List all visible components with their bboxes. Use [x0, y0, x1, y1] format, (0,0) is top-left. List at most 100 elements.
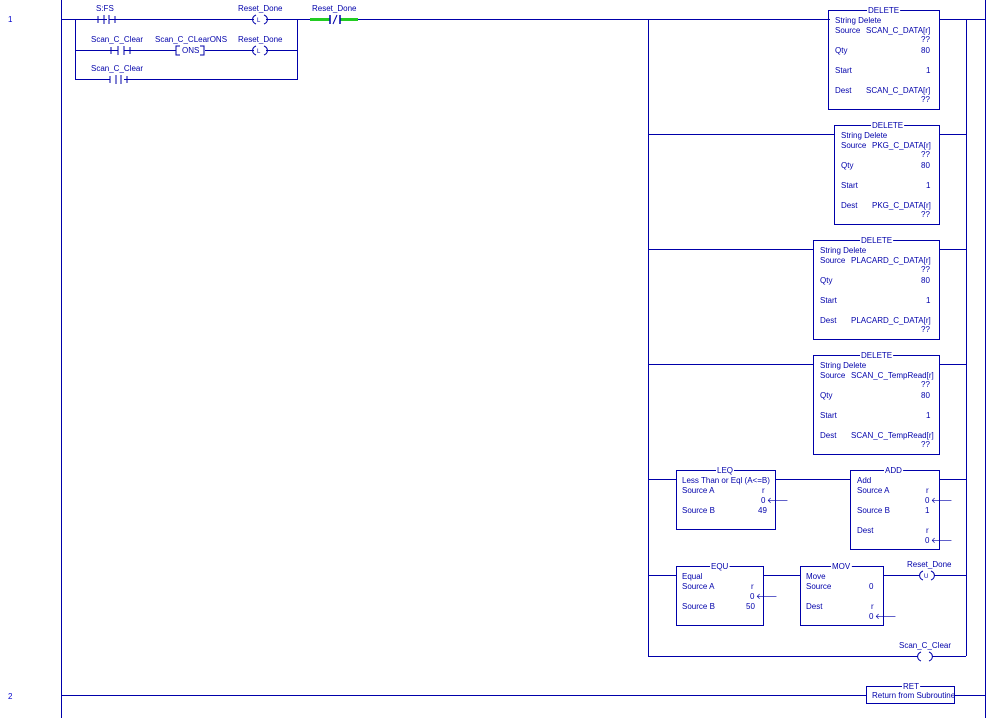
block-desc: String Delete: [841, 131, 888, 140]
tag-label: Scan_C_Clear: [91, 64, 143, 73]
add-block[interactable]: ADD Add Source A r 0 🡐 Source B 1 Dest r…: [850, 466, 953, 550]
source-b-label: Source B: [857, 506, 890, 515]
source-tag: SCAN_C_TempRead[r]: [851, 371, 934, 380]
dest-label: Dest: [835, 86, 852, 95]
source-a-label: Source A: [682, 582, 715, 591]
dest-value: ??: [921, 95, 930, 104]
source-tag: PKG_C_DATA[r]: [872, 141, 931, 150]
block-desc: Less Than or Eql (A<=B): [682, 476, 770, 485]
svg-text:L: L: [257, 18, 261, 24]
source-label: Source: [841, 141, 867, 150]
dest-tag: PLACARD_C_DATA[r]: [851, 316, 931, 325]
source-b-value: 1: [925, 506, 930, 515]
dest-value: 0: [925, 536, 930, 545]
qty-label: Qty: [835, 46, 847, 55]
source-value: ??: [921, 150, 930, 159]
title-backdrop: [710, 562, 730, 571]
source-b-label: Source B: [682, 506, 715, 515]
svg-text:L: L: [257, 49, 261, 55]
tag-label: Reset_Done: [238, 35, 283, 44]
coil-reset-done-1[interactable]: L Reset_Done: [238, 4, 283, 25]
source-value: ??: [921, 380, 930, 389]
block-title: DELETE: [861, 236, 892, 245]
source-a-tag: r: [926, 486, 929, 495]
source-a-value: 0: [750, 592, 755, 601]
rung-number[interactable]: 2: [8, 692, 13, 701]
dest-value: ??: [921, 440, 930, 449]
ons-label: ONS: [182, 46, 199, 55]
tag-label: Reset_Done: [312, 4, 357, 13]
arrow-icon: 🡐: [756, 592, 777, 601]
dest-value: ??: [921, 210, 930, 219]
xic-scan-c-clear[interactable]: Scan_C_Clear: [91, 35, 143, 55]
ret-block[interactable]: RET Return from Subroutine: [866, 682, 956, 704]
delete-block-1[interactable]: DELETE String Delete Source SCAN_C_DATA[…: [828, 6, 940, 110]
title-backdrop: [860, 236, 894, 245]
source-label: Source: [820, 371, 846, 380]
dest-tag: SCAN_C_TempRead[r]: [851, 431, 934, 440]
arrow-icon: 🡐: [767, 496, 788, 505]
xic-scan-c-clear-2[interactable]: Scan_C_Clear: [91, 64, 143, 84]
block-title: DELETE: [872, 121, 903, 130]
dest-value: 0: [869, 612, 874, 621]
block-title: DELETE: [868, 6, 899, 15]
coil-reset-done-2[interactable]: L Reset_Done: [238, 35, 283, 56]
title-backdrop: [902, 682, 921, 691]
qty-value: 80: [921, 46, 930, 55]
qty-label: Qty: [841, 161, 853, 170]
source-tag: SCAN_C_DATA[r]: [866, 26, 930, 35]
xic-sfs[interactable]: S:FS: [96, 4, 116, 24]
qty-value: 80: [921, 391, 930, 400]
source-a-tag: r: [762, 486, 765, 495]
tag-label: Scan_C_Clear: [899, 641, 951, 650]
arrow-icon: 🡐: [931, 536, 952, 545]
xio-reset-done[interactable]: Reset_Done: [310, 4, 358, 25]
start-value: 1: [926, 296, 931, 305]
start-value: 1: [926, 181, 931, 190]
dest-label: Dest: [841, 201, 858, 210]
start-value: 1: [926, 66, 931, 75]
dest-label: Dest: [857, 526, 874, 535]
block-desc: Equal: [682, 572, 703, 581]
qty-label: Qty: [820, 276, 832, 285]
rung-2[interactable]: RET Return from Subroutine: [61, 682, 985, 704]
dest-tag: PKG_C_DATA[r]: [872, 201, 931, 210]
source-label: Source: [806, 582, 832, 591]
block-title: EQU: [711, 562, 729, 571]
leq-block[interactable]: LEQ Less Than or Eql (A<=B) Source A r 0…: [676, 466, 789, 530]
tag-label: Scan_C_Clear: [91, 35, 143, 44]
rung-1[interactable]: S:FS L Reset_Done Reset_Done Scan_C_Clea…: [61, 4, 985, 657]
arrow-icon: 🡐: [931, 496, 952, 505]
mov-block[interactable]: MOV Move Source 0 Dest r 0 🡐: [800, 562, 897, 626]
start-label: Start: [835, 66, 853, 75]
source-label: Source: [835, 26, 861, 35]
start-label: Start: [820, 411, 838, 420]
source-a-value: 0: [925, 496, 930, 505]
rung-number[interactable]: 1: [8, 15, 13, 24]
block-desc: Add: [857, 476, 871, 485]
source-a-value: 0: [761, 496, 766, 505]
tag-label: Reset_Done: [238, 4, 283, 13]
block-title: LEQ: [717, 466, 733, 475]
title-backdrop: [884, 466, 904, 475]
dest-tag: r: [926, 526, 929, 535]
source-label: Source: [820, 256, 846, 265]
tag-label: Reset_Done: [907, 560, 952, 569]
tag-label: Scan_C_CLearONS: [155, 35, 227, 44]
qty-label: Qty: [820, 391, 832, 400]
dest-tag: r: [871, 602, 874, 611]
source-value: ??: [921, 35, 930, 44]
source-b-value: 49: [758, 506, 767, 515]
block-title: MOV: [832, 562, 851, 571]
delete-block-3[interactable]: DELETE String Delete Source PLACARD_C_DA…: [813, 236, 940, 340]
block-title: ADD: [885, 466, 902, 475]
delete-block-4[interactable]: DELETE String Delete Source SCAN_C_TempR…: [813, 351, 940, 455]
coil-reset-done-unlatch[interactable]: U Reset_Done: [907, 560, 952, 581]
equ-block[interactable]: EQU Equal Source A r 0 🡐 Source B 50: [676, 562, 778, 626]
source-tag: PLACARD_C_DATA[r]: [851, 256, 931, 265]
ons-instruction[interactable]: ONS Scan_C_CLearONS: [155, 35, 227, 56]
coil-scan-c-clear[interactable]: Scan_C_Clear: [899, 641, 951, 662]
delete-block-2[interactable]: DELETE String Delete Source PKG_C_DATA[r…: [834, 121, 940, 225]
block-desc: String Delete: [820, 246, 867, 255]
